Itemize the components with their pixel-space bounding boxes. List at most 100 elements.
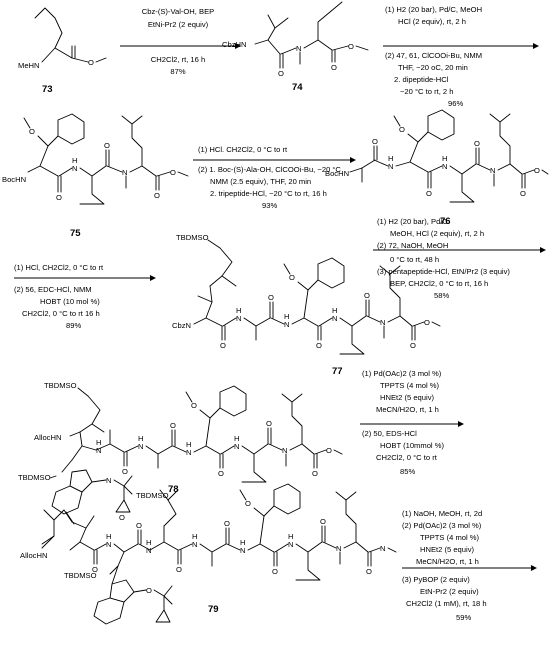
bond [39,165,59,177]
compound-78: TBDMSO AllocHN TBDMSO O N H N H N H N H … [18,381,343,522]
bond [123,475,133,487]
atom-label: N [146,546,151,555]
conditions-step-4: (1) HCl, CH2Cl2, 0 °C to rt (2) 56, EDC-… [14,263,104,330]
bond [193,445,207,453]
bond [133,589,147,593]
bond [295,551,321,581]
bond [163,585,173,597]
bond [219,247,237,287]
condition-line: (2) 56, EDC-HCl, NMM [14,285,92,294]
atom-label: H [186,440,191,449]
bond [163,541,179,551]
atom-label: O [426,189,432,198]
bond [95,443,111,451]
bond [163,489,179,527]
atom-label: O [316,341,322,350]
bond [91,165,107,177]
atom-label: O [170,168,176,177]
bond [355,45,369,51]
bond [387,315,401,323]
atom-label: N [288,540,293,549]
bond [41,509,65,545]
bond [205,445,221,455]
bond [409,161,429,173]
phenyl-ring [427,109,455,141]
bond [333,449,343,455]
compound-79: TBDMSO AllocHN TBDMSO O N H N H N H N H … [20,483,397,625]
bond [49,475,57,479]
atom-label: N [490,166,495,175]
bond [111,565,119,585]
bond [172,445,187,453]
bond [389,265,401,317]
condition-line: TPPTS (4 mol %) [420,533,480,542]
bond [291,317,305,325]
condition-line: 2. dipeptide-HCl [394,75,449,84]
bond [123,543,139,553]
atom-label: O [410,341,416,350]
indole-pyrrole-ring [109,579,135,603]
reaction-arrow-7 [402,565,537,571]
condition-line: MeCN/H2O, rt, 1 h [416,557,479,566]
bond [489,113,501,123]
atom-label: O [399,125,405,134]
bond [283,263,291,275]
condition-line: (3) PyBOP (2 equiv) [402,575,470,584]
atom-label: O [88,58,94,67]
bond [303,289,309,319]
bond [23,117,31,129]
atom-label: TBDMSO [44,381,77,390]
atom-label: O [364,291,370,300]
atom-label: N [336,544,341,553]
bond [332,45,349,51]
condition-line: 0 °C to rt, 48 h [390,255,439,264]
condition-line: 2. tripeptide-HCl, −20 °C to rt, 16 h [210,189,327,198]
bond [209,275,223,287]
bond [254,39,269,45]
compound-label-73: 73 [42,84,53,95]
compound-label-78: 78 [168,484,179,495]
bond [335,491,347,501]
bond [113,479,125,487]
bond [259,543,275,553]
atom-label: O [266,419,272,428]
bond [387,547,397,553]
condition-line: THF, −20 oC, 20 min [398,63,468,72]
atom-label: O [320,517,326,526]
bond [109,565,119,575]
atom-label: O [136,521,142,530]
bond [303,39,319,49]
bond [205,301,213,319]
bond [247,543,261,551]
bond [267,14,276,41]
epoxide-ring [115,499,131,513]
condition-line: (1) HCl. CH2Cl2, 0 °C to rt [198,145,288,154]
atom-label: N [192,540,197,549]
bond [43,509,55,521]
condition-line: HOBT (10mmol %) [380,441,444,450]
atom-label: N [106,476,111,485]
bond [259,515,265,545]
condition-line: −20 °C to rt, 2 h [400,87,453,96]
conditions-step-6: (1) Pd(OAc)2 (3 mol %) TPPTS (4 mol %) H… [362,369,444,476]
bond [379,265,391,275]
atom-label: N [96,446,101,455]
atom-label: H [288,532,293,541]
bond [209,285,213,303]
bond [499,113,511,165]
atom-label: N [122,168,127,177]
condition-line: (2) 47, 61, ClCOOi-Bu, NMM [385,51,482,60]
condition-line: 93% [262,201,277,210]
atom-label: O [272,567,278,576]
bond [149,541,165,551]
condition-line: CH2Cl2, rt, 16 h [151,55,205,64]
compound-label-76: 76 [440,216,451,227]
bond [267,39,281,55]
bond [263,505,275,517]
atom-label: O [170,421,176,430]
bond [79,423,93,433]
conditions-step-3: (1) HCl. CH2Cl2, 0 °C to rt (2) 1. Boc-(… [198,145,341,210]
atom-label: O [29,127,35,136]
condition-line: 58% [434,291,449,300]
bond [87,395,105,433]
